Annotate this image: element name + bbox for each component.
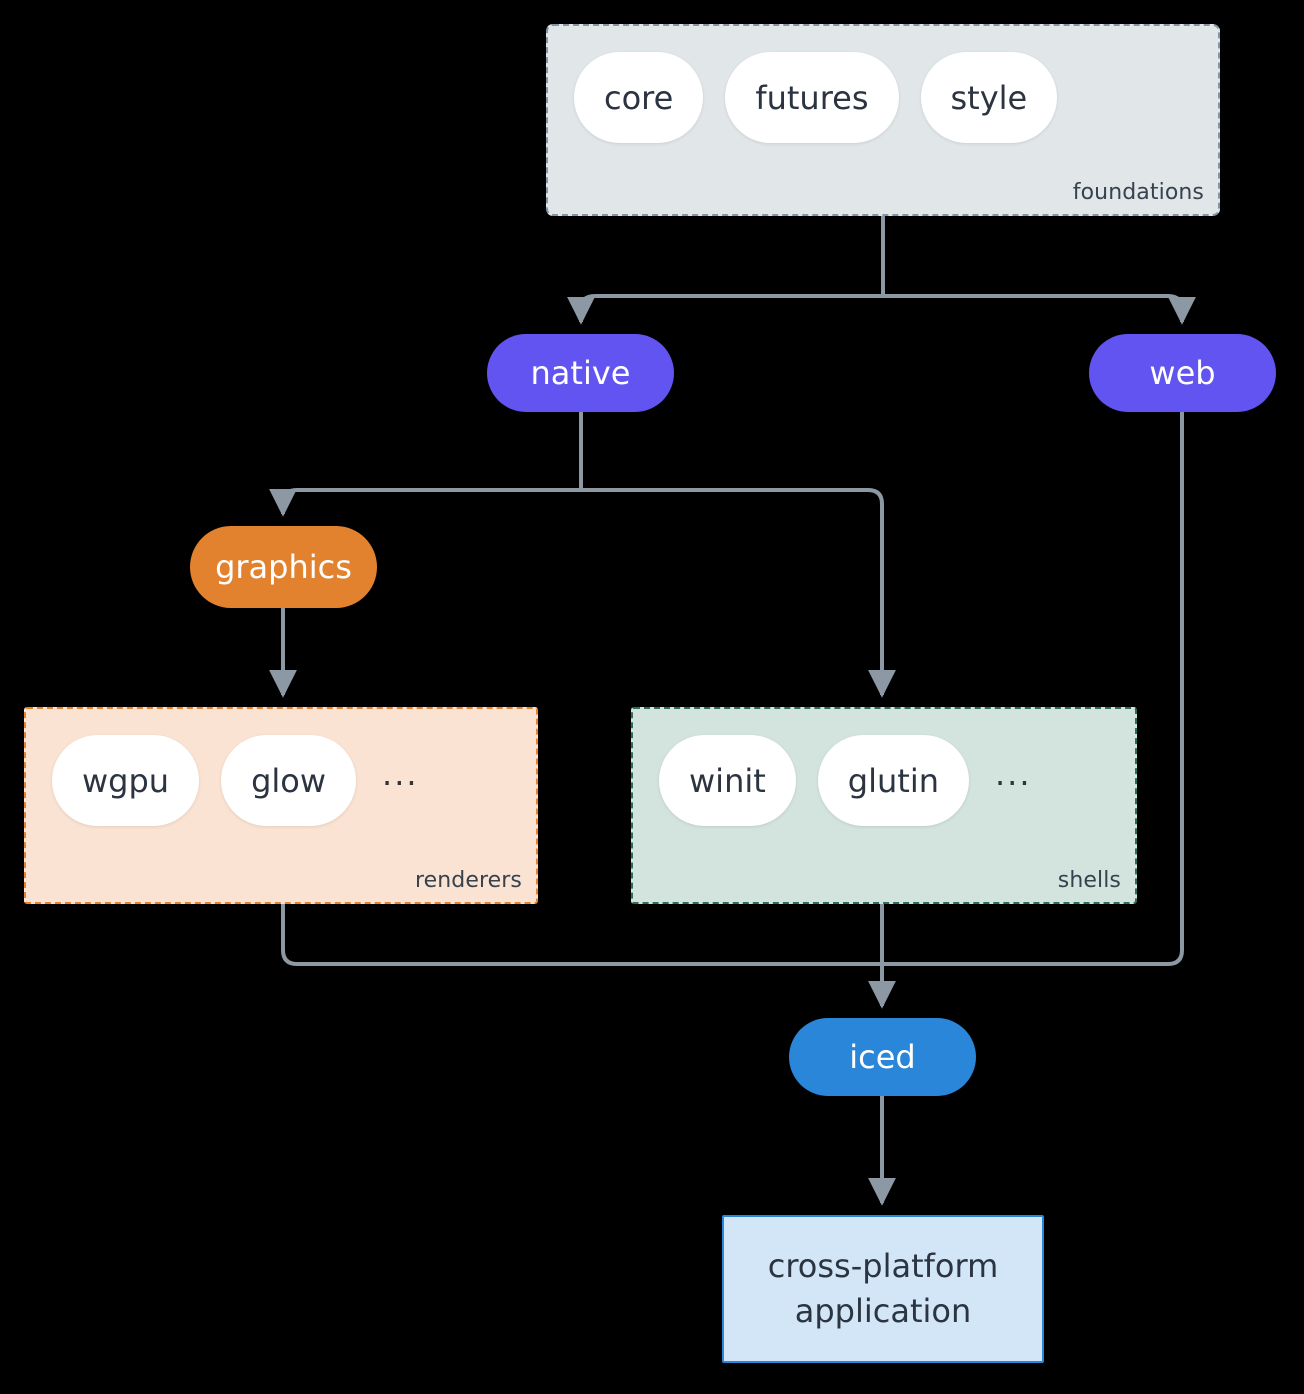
application-line-1: cross-platform bbox=[767, 1246, 999, 1285]
leaf-glow[interactable]: glow bbox=[221, 735, 357, 826]
leaf-core[interactable]: core bbox=[574, 52, 704, 143]
leaf-style[interactable]: style bbox=[920, 52, 1058, 143]
group-label-foundations: foundations bbox=[1072, 180, 1204, 205]
renderers-ellipsis: ... bbox=[382, 754, 419, 793]
node-graphics[interactable]: graphics bbox=[190, 526, 377, 608]
group-foundations[interactable]: core futures style foundations bbox=[546, 24, 1220, 216]
leaf-wgpu[interactable]: wgpu bbox=[52, 735, 200, 826]
foundations-items: core futures style bbox=[574, 52, 1058, 143]
edge-foundations-to-web bbox=[883, 294, 1196, 325]
edge-native-to-graphics bbox=[269, 488, 581, 517]
shells-items: winit glutin ... bbox=[659, 735, 1036, 826]
node-iced[interactable]: iced bbox=[789, 1018, 976, 1096]
group-shells[interactable]: winit glutin ... shells bbox=[631, 707, 1137, 904]
edge-foundations-to-native bbox=[567, 294, 883, 325]
group-label-renderers: renderers bbox=[414, 868, 522, 893]
node-web[interactable]: web bbox=[1089, 334, 1276, 412]
leaf-futures[interactable]: futures bbox=[725, 52, 899, 143]
node-native[interactable]: native bbox=[487, 334, 674, 412]
leaf-glutin[interactable]: glutin bbox=[817, 735, 969, 826]
group-label-shells: shells bbox=[1057, 868, 1121, 893]
group-renderers[interactable]: wgpu glow ... renderers bbox=[24, 707, 538, 904]
application-line-2: application bbox=[794, 1292, 972, 1330]
renderers-items: wgpu glow ... bbox=[52, 735, 423, 826]
edge-renderers-to-iced bbox=[281, 904, 882, 966]
edge-native-to-shells bbox=[581, 488, 896, 698]
node-cross-platform-application[interactable]: cross-platform application bbox=[722, 1215, 1044, 1363]
shells-ellipsis: ... bbox=[994, 754, 1032, 793]
leaf-winit[interactable]: winit bbox=[659, 735, 796, 826]
